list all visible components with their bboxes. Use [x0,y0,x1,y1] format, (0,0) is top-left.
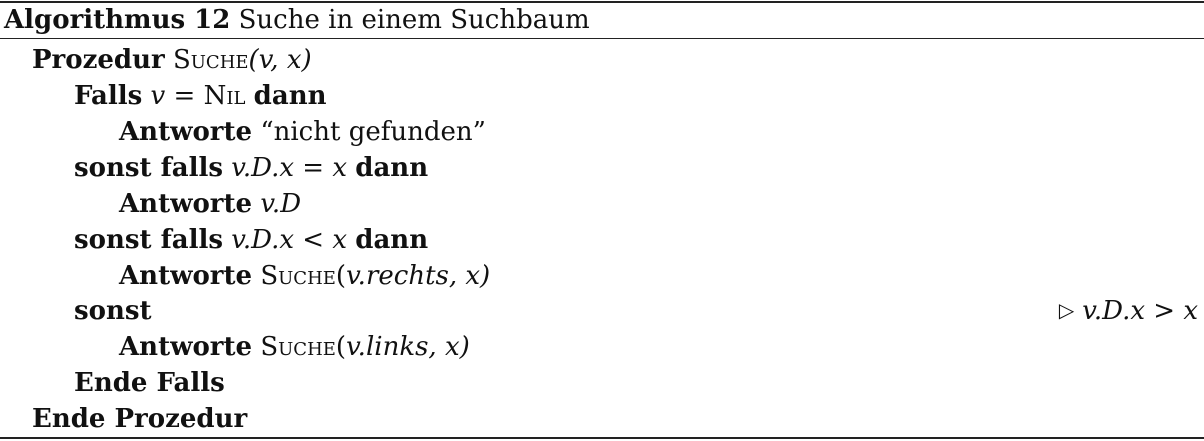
procedure-line: Prozedur Suche(v, x) [32,42,312,78]
answer-keyword: Antworte [119,117,253,147]
elseif-op: = [294,153,333,183]
if-line: Falls v = Nil dann [74,78,327,114]
algorithm-title: Suche in einem Suchbaum [238,5,590,35]
else-keyword: sonst [74,296,152,326]
recursive-call-name: Suche [260,261,336,291]
answer-left-line: Antworte Suche(v.links, x) [119,329,470,365]
comment-triangle-icon: ▷ [1058,298,1075,322]
args-open: ( [335,261,347,291]
end-if-keyword: Ende Falls [74,368,225,398]
args-var: v.rechts [346,261,449,291]
args-open: ( [335,332,347,362]
answer-right-line: Antworte Suche(v.rechts, x) [119,258,490,294]
answer-value: v.D [260,189,302,219]
procedure-name: Suche [172,45,249,75]
end-if-line: Ende Falls [74,365,225,401]
elseif-less-line: sonst falls v.D.x < x dann [74,222,428,258]
answer-keyword: Antworte [119,189,253,219]
if-condition-var: v [150,81,166,111]
elseif-keyword: sonst falls [74,225,224,255]
if-keyword: Falls [74,81,143,111]
else-line: sonst [74,293,152,329]
answer-not-found-line: Antworte “nicht gefunden” [119,114,486,150]
end-procedure-keyword: Ende Prozedur [32,404,248,434]
if-then-keyword: dann [253,81,327,111]
if-condition-op: = [165,81,204,111]
elseif-then-keyword: dann [355,225,429,255]
bottom-rule [0,437,1204,439]
answer-keyword: Antworte [119,261,253,291]
else-comment: ▷ v.D.x > x [1059,293,1198,329]
answer-keyword: Antworte [119,332,253,362]
elseif-keyword: sonst falls [74,153,224,183]
algorithm-label: Algorithmus 12 [4,5,231,35]
args-var: v.links [346,332,429,362]
comment-text: v.D.x > x [1082,296,1198,326]
answer-found-line: Antworte v.D [119,186,301,222]
args-close: , x) [428,332,470,362]
answer-value: “nicht gefunden” [260,117,486,147]
elseif-left: v.D.x [231,153,294,183]
elseif-equal-line: sonst falls v.D.x = x dann [74,150,428,186]
elseif-then-keyword: dann [355,153,429,183]
recursive-call-name: Suche [260,332,336,362]
elseif-right: x [332,225,347,255]
elseif-left: v.D.x [231,225,294,255]
elseif-op: < [294,225,333,255]
caption-rule [0,38,1204,39]
procedure-keyword: Prozedur [32,45,165,75]
procedure-params: (v, x) [248,45,312,75]
if-condition-value: Nil [203,81,246,111]
args-close: , x) [448,261,491,291]
top-rule [0,1,1204,3]
elseif-right: x [332,153,347,183]
algorithm-caption: Algorithmus 12 Suche in einem Suchbaum [4,3,590,37]
end-procedure-line: Ende Prozedur [32,401,247,437]
